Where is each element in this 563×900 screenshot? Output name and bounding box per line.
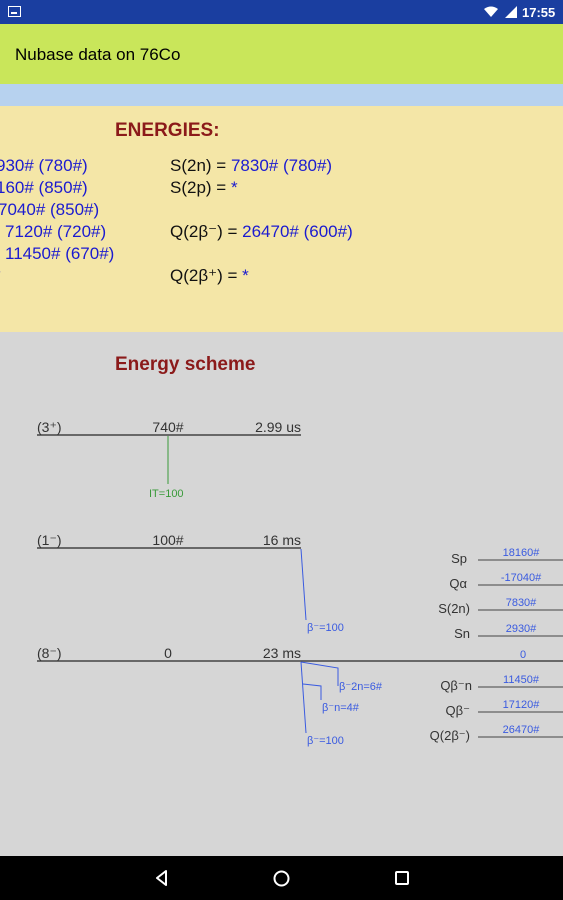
- betan-decay-line: [302, 683, 322, 700]
- s2p-line: S(2p) = *: [170, 178, 238, 197]
- tab-strip: [0, 84, 563, 106]
- side-label-q2b: Q(2β⁻): [430, 728, 470, 743]
- side-value-sp: Sp 18160#: [451, 547, 563, 566]
- signal-icon: [505, 6, 517, 18]
- side-label-sp: Sp: [451, 551, 467, 566]
- side-value-sp-text: 18160#: [503, 547, 541, 559]
- energy-left-line-6: *: [0, 266, 1, 286]
- level-spin-3: (8⁻): [37, 645, 62, 661]
- screenshot-notification-icon: [8, 6, 21, 17]
- beta2n-decay-label: β⁻2n=6#: [339, 681, 383, 693]
- side-value-s2n: S(2n) 7830#: [438, 597, 563, 616]
- side-value-qb-text: 17120#: [503, 699, 541, 711]
- side-value-sn: Sn 2930#: [454, 623, 563, 641]
- app-bar: Nubase data on 76Co: [0, 24, 563, 84]
- side-value-q2b: Q(2β⁻) 26470#: [430, 724, 563, 743]
- level-halflife-2: 16 ms: [263, 532, 301, 548]
- energy-left-line-3: 7040# (850#): [0, 200, 100, 219]
- side-value-sn-text: 2930#: [506, 623, 537, 635]
- side-value-s2n-text: 7830#: [506, 597, 537, 609]
- side-value-q2b-text: 26470#: [503, 724, 541, 736]
- side-label-qa: Qα: [449, 576, 467, 591]
- side-label-qb: Qβ⁻: [446, 703, 470, 718]
- energy-left-line-1: 930# (780#): [0, 156, 88, 175]
- energy-left-line-2: 160# (850#): [0, 178, 88, 197]
- level-halflife-3: 23 ms: [263, 645, 301, 661]
- level-spin-1: (3⁺): [37, 419, 62, 435]
- energies-header: ENERGIES:: [115, 120, 220, 141]
- home-icon[interactable]: [273, 870, 290, 887]
- side-value-qbn: Qβ⁻n 11450#: [440, 674, 563, 693]
- energies-panel: ENERGIES: 930# (780#) 160# (850#) 7040# …: [0, 106, 563, 332]
- beta-decay-label-1: β⁻=100: [307, 622, 344, 634]
- clock: 17:55: [522, 5, 556, 20]
- it-decay-label: IT=100: [149, 488, 184, 500]
- q2beta-minus-line: Q(2β⁻) = 26470# (600#): [170, 222, 353, 241]
- level-spin-2: (1⁻): [37, 532, 62, 548]
- energy-scheme-diagram: (3⁺) 740# 2.99 us (1⁻) 100# 16 ms (8⁻) 0…: [37, 419, 563, 747]
- recents-icon[interactable]: [395, 871, 409, 885]
- navigation-bar: [0, 856, 563, 900]
- energy-left-line-4: 7120# (720#): [5, 222, 107, 241]
- beta-decay-label-2: β⁻=100: [307, 735, 344, 747]
- beta-decay-line-2: [300, 661, 307, 734]
- level-halflife-1: 2.99 us: [255, 419, 301, 435]
- level-energy-1: 740#: [152, 419, 183, 435]
- q2beta-plus-line: Q(2β⁺) = *: [170, 266, 249, 285]
- status-bar: 17:55: [0, 0, 563, 24]
- side-label-qbn: Qβ⁻n: [440, 678, 472, 693]
- side-value-qb: Qβ⁻ 17120#: [446, 699, 563, 718]
- beta-decay-line-1: [300, 548, 307, 621]
- level-energy-2: 100#: [152, 532, 183, 548]
- s2n-line: S(2n) = 7830# (780#): [170, 156, 333, 175]
- level-energy-3: 0: [164, 645, 172, 661]
- betan-decay-label: β⁻n=4#: [322, 702, 360, 714]
- side-label-s2n: S(2n): [438, 601, 470, 616]
- side-value-qa-text: -17040#: [501, 572, 542, 584]
- wifi-icon: [484, 6, 498, 17]
- side-value-zero: 0: [520, 649, 526, 661]
- side-value-qa: Qα -17040#: [449, 572, 563, 591]
- side-value-qbn-text: 11450#: [503, 674, 540, 686]
- energy-scheme-header: Energy scheme: [115, 354, 256, 375]
- beta2n-decay-line: [300, 661, 339, 686]
- page-title: Nubase data on 76Co: [15, 45, 181, 64]
- energy-left-line-5: 11450# (670#): [5, 244, 115, 263]
- back-icon[interactable]: [154, 870, 170, 886]
- side-value-zero-text: 0: [520, 649, 526, 661]
- side-label-sn: Sn: [454, 626, 470, 641]
